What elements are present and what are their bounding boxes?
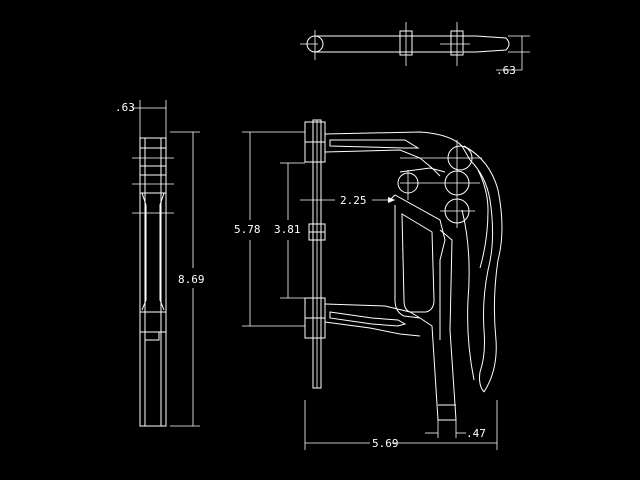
dim-throat-depth: 2.25: [340, 194, 367, 207]
dim-opening-outer: 5.78: [234, 223, 261, 236]
dim-opening-inner: 3.81: [274, 223, 301, 236]
dim-handle-width: .47: [466, 427, 486, 440]
side-view: [132, 100, 200, 426]
front-view: [242, 120, 502, 450]
dim-side-view-width: .63: [115, 101, 135, 114]
dim-overall-width: 5.69: [372, 437, 399, 450]
dim-side-view-height: 8.69: [178, 273, 205, 286]
dim-top-view-height: .63: [496, 64, 516, 77]
top-view: [300, 22, 530, 70]
